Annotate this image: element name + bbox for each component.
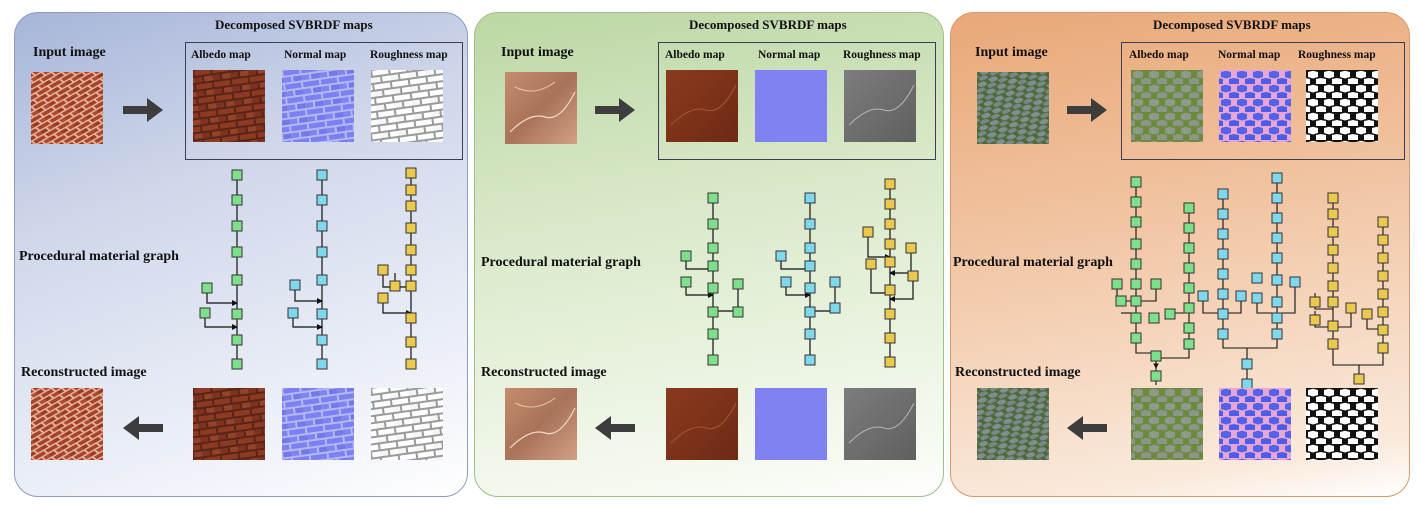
left-arrow-icon	[595, 416, 635, 440]
svbrdf-frame	[658, 42, 936, 160]
input-image-label: Input image	[975, 45, 1048, 60]
procedural-graph-label: Procedural material graph	[953, 255, 1113, 270]
normal-map-label: Normal map	[1218, 49, 1281, 61]
svbrdf-frame	[1121, 42, 1405, 160]
normal-graph	[775, 192, 841, 366]
roughness-graph	[862, 178, 919, 368]
input-image-label: Input image	[501, 45, 574, 60]
normal-map	[282, 70, 354, 142]
normal-map-label: Normal map	[758, 49, 821, 61]
recon-normal-map	[755, 388, 827, 460]
recon-roughness-map	[371, 388, 443, 460]
reconstructed-image-label: Reconstructed image	[955, 365, 1081, 380]
albedo-map	[666, 70, 738, 142]
input-image	[977, 72, 1049, 144]
albedo-graph	[199, 169, 243, 370]
material-graph	[680, 178, 919, 368]
recon-normal-map	[282, 388, 354, 460]
svbrdf-title: Decomposed SVBRDF maps	[215, 17, 373, 32]
reconstructed-image	[505, 388, 577, 460]
right-arrow-icon	[1067, 98, 1107, 122]
panel-leather: Decomposed SVBRDF maps Input image Albed…	[474, 12, 944, 497]
albedo-map-label: Albedo map	[1129, 49, 1189, 61]
panel-brick: Decomposed SVBRDF maps Input image Albed…	[14, 12, 468, 497]
svbrdf-title: Decomposed SVBRDF maps	[1153, 17, 1311, 32]
right-arrow-icon	[595, 98, 635, 122]
panel-hex: Decomposed SVBRDF maps Input image Albed…	[950, 12, 1410, 497]
albedo-map-label: Albedo map	[665, 49, 725, 61]
normal-graph	[287, 169, 328, 370]
procedural-graph-label: Procedural material graph	[19, 249, 179, 264]
material-graph	[1111, 172, 1389, 390]
input-image-label: Input image	[33, 45, 106, 60]
recon-roughness-map	[844, 388, 916, 460]
roughness-graph	[1314, 199, 1384, 379]
material-graph	[199, 167, 417, 370]
roughness-map	[371, 70, 443, 142]
recon-albedo-map	[193, 388, 265, 460]
normal-map	[1219, 70, 1291, 142]
albedo-map	[1131, 70, 1203, 142]
reconstructed-image	[31, 388, 103, 460]
reconstructed-image-label: Reconstructed image	[481, 365, 607, 380]
normal-map-label: Normal map	[284, 49, 347, 61]
procedural-graph-label: Procedural material graph	[481, 255, 641, 270]
normal-map	[755, 70, 827, 142]
albedo-graph	[680, 192, 744, 366]
recon-albedo-map	[1131, 388, 1203, 460]
roughness-map-label: Roughness map	[1298, 49, 1376, 61]
right-arrow-icon	[123, 98, 163, 122]
left-arrow-icon	[123, 416, 163, 440]
roughness-graph	[377, 167, 417, 370]
albedo-map	[193, 70, 265, 142]
recon-normal-map	[1219, 388, 1291, 460]
roughness-map	[844, 70, 916, 142]
reconstructed-image-label: Reconstructed image	[21, 365, 147, 380]
svbrdf-title: Decomposed SVBRDF maps	[689, 17, 847, 32]
recon-roughness-map	[1306, 388, 1378, 460]
recon-albedo-map	[666, 388, 738, 460]
svbrdf-frame	[185, 42, 463, 160]
input-image	[505, 72, 577, 144]
reconstructed-image	[977, 388, 1049, 460]
input-image	[31, 72, 103, 144]
roughness-map-label: Roughness map	[370, 49, 448, 61]
albedo-map-label: Albedo map	[191, 49, 251, 61]
left-arrow-icon	[1067, 416, 1107, 440]
roughness-map	[1306, 70, 1378, 142]
roughness-map-label: Roughness map	[843, 49, 921, 61]
